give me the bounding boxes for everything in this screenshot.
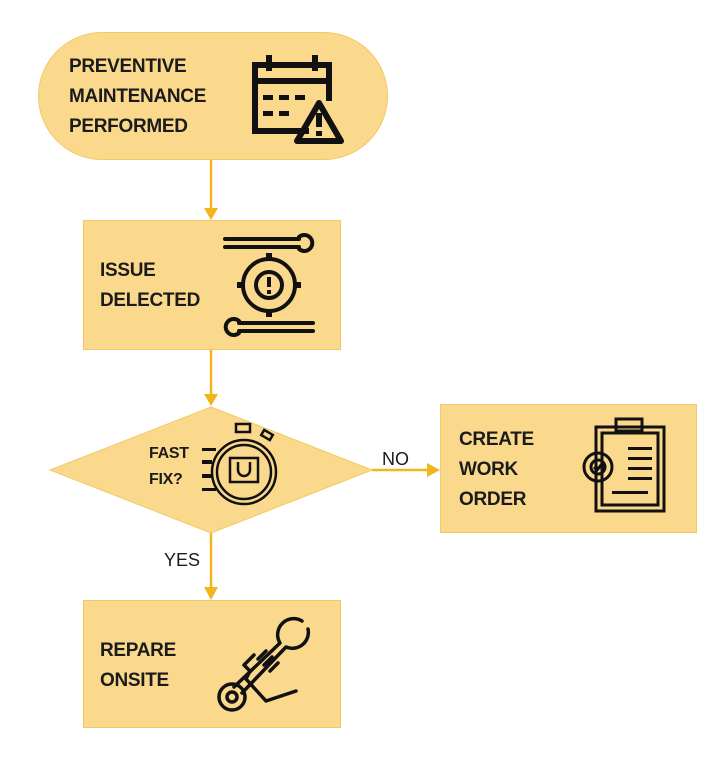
label-line: PREVENTIVE bbox=[69, 56, 187, 77]
label-line: FAST bbox=[149, 445, 189, 462]
label-line: FIX? bbox=[149, 471, 183, 488]
clipboard-gear-icon bbox=[582, 417, 666, 513]
calendar-warning-icon bbox=[252, 55, 344, 144]
label-line: ISSUE bbox=[100, 260, 156, 281]
repair-node: REPARE ONSITE bbox=[83, 600, 341, 728]
label-line: ONSITE bbox=[100, 670, 169, 691]
label-line: CREATE bbox=[459, 429, 534, 450]
label-line: DELECTED bbox=[100, 290, 200, 311]
label-line: REPARE bbox=[100, 640, 176, 661]
work-order-node: CREATE WORK ORDER bbox=[440, 404, 697, 533]
label-line: ORDER bbox=[459, 489, 527, 510]
issue-label: ISSUE DELECTED bbox=[100, 256, 200, 316]
hand-wrench-icon bbox=[217, 616, 311, 712]
yes-edge-label: YES bbox=[164, 550, 201, 570]
stopwatch-repair-icon bbox=[202, 422, 278, 506]
repair-label: REPARE ONSITE bbox=[100, 636, 176, 696]
no-edge-label: NO bbox=[382, 449, 409, 469]
start-node: PREVENTIVE MAINTENANCE PERFORMED bbox=[38, 32, 388, 160]
work-order-label: CREATE WORK ORDER bbox=[459, 425, 534, 515]
issue-node: ISSUE DELECTED bbox=[83, 220, 341, 350]
decision-label: FAST FIX? bbox=[149, 441, 189, 493]
label-line: MAINTENANCE bbox=[69, 86, 207, 107]
label-line: PERFORMED bbox=[69, 116, 188, 137]
label-line: WORK bbox=[459, 459, 518, 480]
start-label: PREVENTIVE MAINTENANCE PERFORMED bbox=[69, 52, 206, 142]
gear-wrench-alert-icon bbox=[223, 233, 315, 337]
